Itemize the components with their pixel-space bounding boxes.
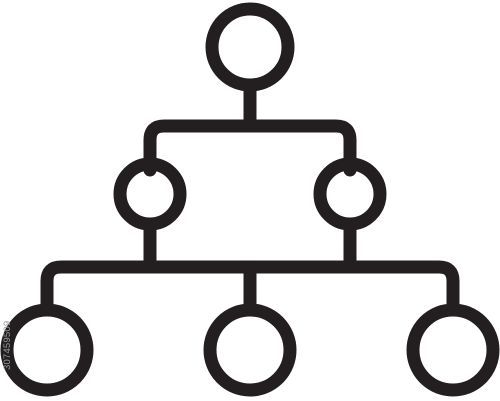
bottom-left-node xyxy=(0,303,94,397)
root-node xyxy=(205,2,295,92)
mid-bracket xyxy=(143,119,357,177)
bottom-right-node xyxy=(406,303,500,397)
bottom-center-node xyxy=(203,303,297,397)
stock-id-strip: 307459509 xyxy=(0,0,14,401)
stock-id-number: 307459509 xyxy=(2,320,13,370)
